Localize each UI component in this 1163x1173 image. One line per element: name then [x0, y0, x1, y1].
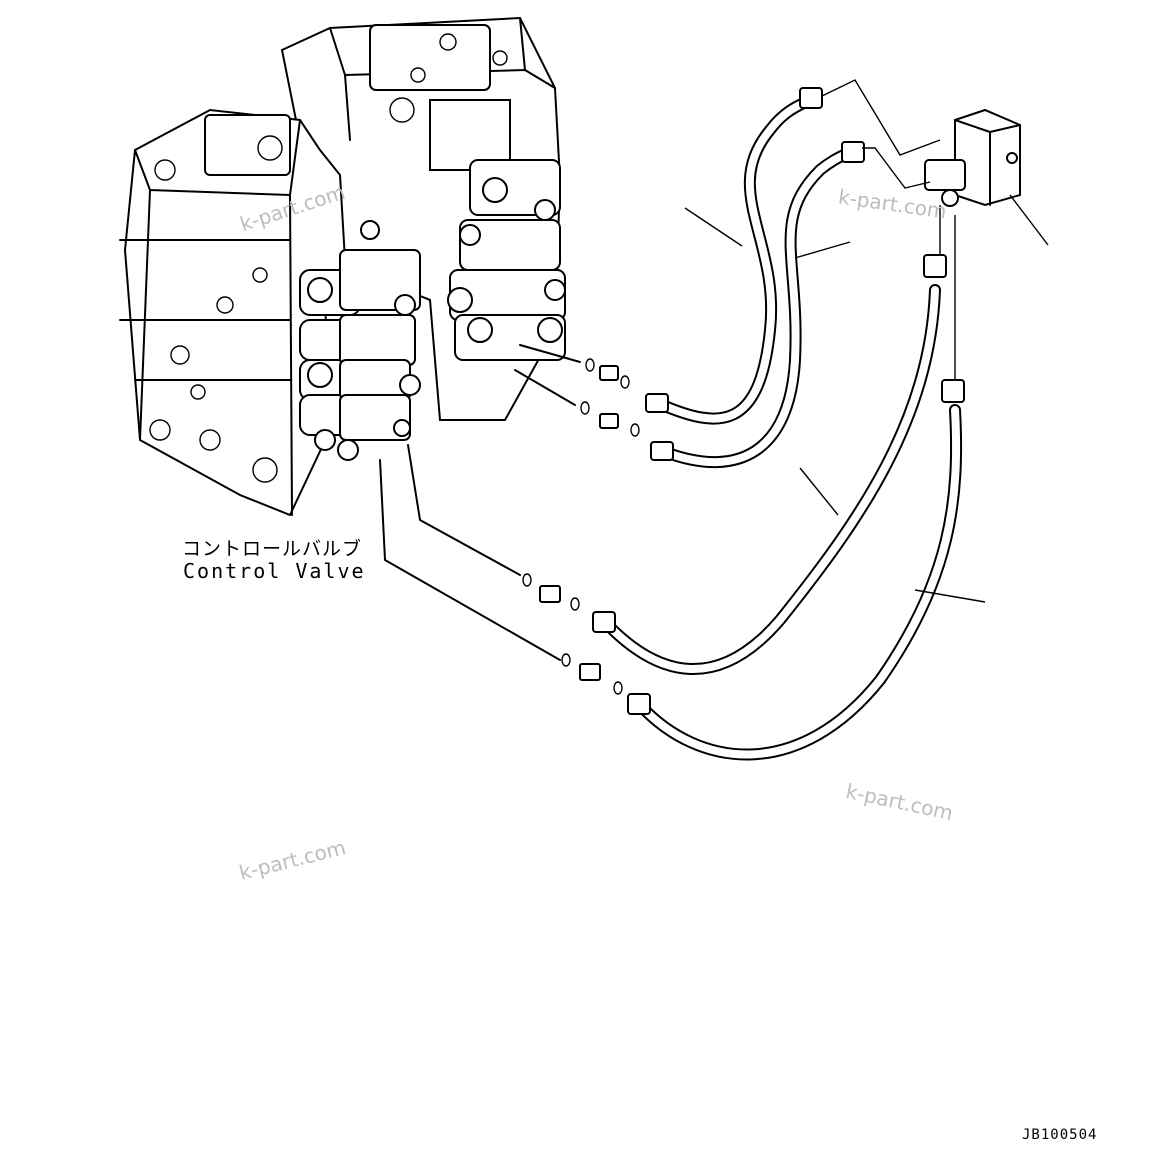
- control-valve-label-en: Control Valve: [183, 559, 366, 583]
- pilot-lines: [379, 344, 581, 661]
- fittings: [522, 358, 640, 695]
- leader-lines: [684, 194, 1049, 603]
- hoses: [592, 87, 965, 761]
- control-valve-label-jp: コントロールバルブ: [182, 538, 363, 560]
- control-valve-drawing: [119, 16, 566, 517]
- drawing-code: JB100504: [1022, 1127, 1098, 1143]
- manifold-block: [821, 79, 1021, 380]
